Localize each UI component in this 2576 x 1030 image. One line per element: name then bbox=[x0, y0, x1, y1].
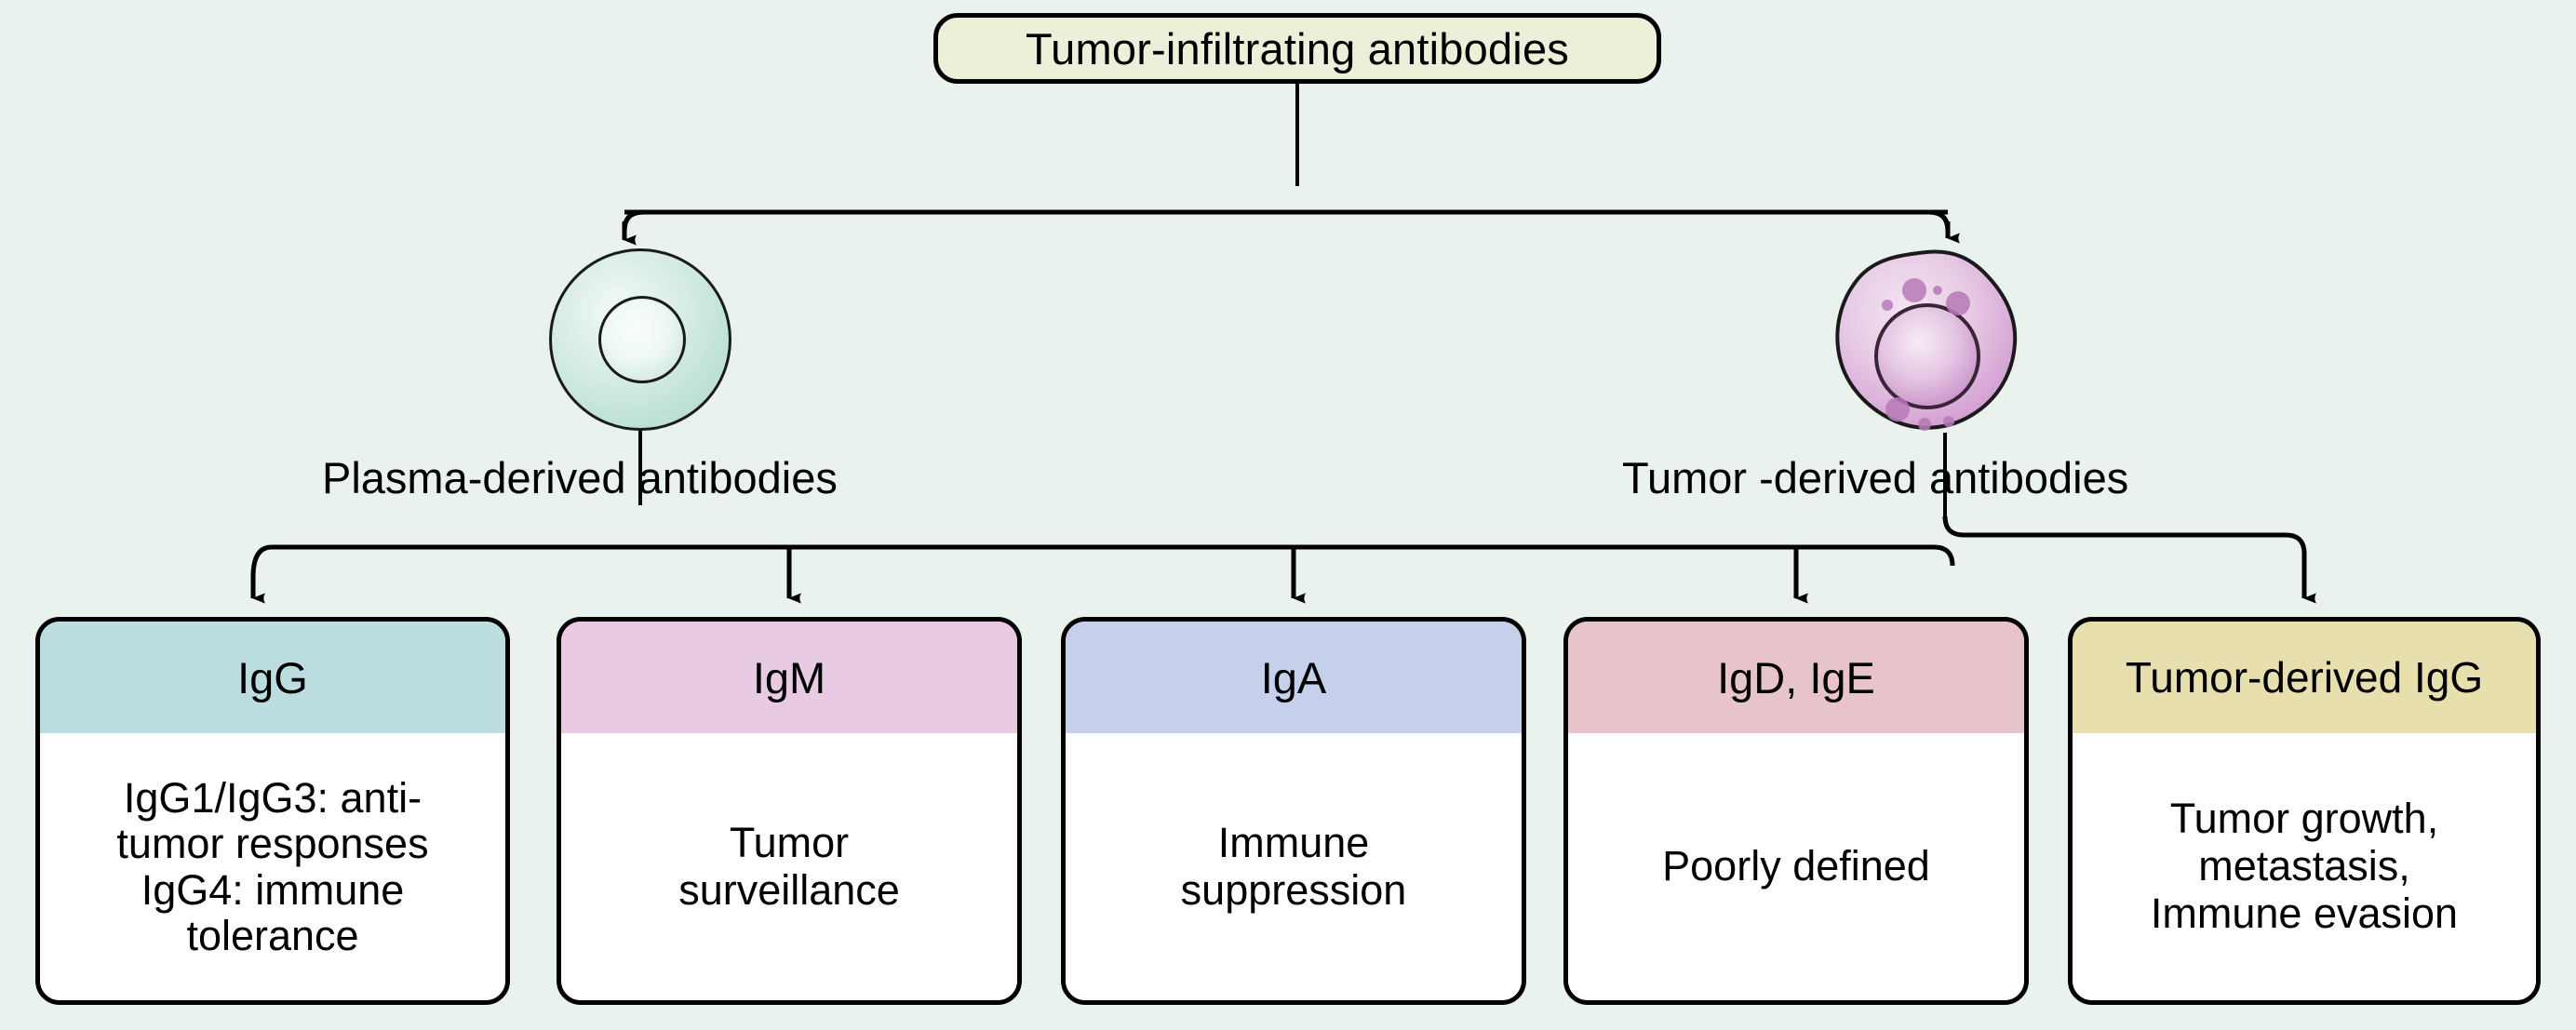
card-igg-body: IgG1/IgG3: anti- tumor responses IgG4: i… bbox=[40, 733, 505, 1000]
root-node-label: Tumor-infiltrating antibodies bbox=[1026, 23, 1569, 74]
card-iga-header-label: IgA bbox=[1260, 652, 1327, 702]
card-igd-ige-header-label: IgD, IgE bbox=[1717, 652, 1875, 702]
tumor-branch-caption: Tumor -derived antibodies bbox=[1622, 453, 2129, 502]
card-tumor-derived-igg-line-1: Tumor growth, bbox=[2169, 795, 2439, 843]
card-igm-header-label: IgM bbox=[752, 652, 826, 702]
card-igg[interactable]: IgG IgG1/IgG3: anti- tumor responses IgG… bbox=[35, 617, 510, 1005]
card-igm[interactable]: IgM Tumor surveillance bbox=[557, 617, 1022, 1005]
card-igg-header: IgG bbox=[40, 622, 505, 733]
card-tumor-derived-igg-header-label: Tumor-derived IgG bbox=[2125, 653, 2484, 702]
root-node[interactable]: Tumor-infiltrating antibodies bbox=[933, 13, 1661, 84]
card-igm-line-1: Tumor bbox=[729, 818, 850, 866]
card-iga-line-2: suppression bbox=[1180, 865, 1407, 914]
plasma-cell-icon bbox=[549, 248, 731, 431]
card-igg-line-2: tumor responses bbox=[116, 820, 429, 867]
card-igg-header-label: IgG bbox=[237, 652, 308, 702]
card-tumor-derived-igg-line-3: Immune evasion bbox=[2150, 889, 2459, 937]
card-igm-line-2: surveillance bbox=[678, 865, 900, 914]
wire-top-bus bbox=[622, 209, 1951, 232]
card-tumor-derived-igg[interactable]: Tumor-derived IgG Tumor growth, metastas… bbox=[2068, 617, 2541, 1005]
wire-tumor-elbow bbox=[1942, 515, 2307, 555]
card-igd-ige[interactable]: IgD, IgE Poorly defined bbox=[1563, 617, 2029, 1005]
card-igg-line-3: IgG4: immune bbox=[141, 865, 405, 914]
wire-plasma-bus bbox=[250, 544, 1955, 578]
plasma-branch-caption: Plasma-derived antibodies bbox=[322, 453, 838, 502]
tumor-cell-nucleus bbox=[1874, 303, 1980, 409]
card-tumor-derived-igg-header: Tumor-derived IgG bbox=[2073, 622, 2536, 733]
card-tumor-derived-igg-body: Tumor growth, metastasis, Immune evasion bbox=[2073, 733, 2536, 1000]
plasma-cell-nucleus bbox=[597, 295, 686, 384]
card-iga-body: Immune suppression bbox=[1066, 733, 1522, 1000]
card-igg-line-1: IgG1/IgG3: anti- bbox=[123, 773, 423, 822]
card-iga[interactable]: IgA Immune suppression bbox=[1061, 617, 1526, 1005]
card-igd-ige-header: IgD, IgE bbox=[1568, 622, 2024, 733]
card-igm-header: IgM bbox=[561, 622, 1017, 733]
card-igd-ige-body: Poorly defined bbox=[1568, 733, 2024, 1000]
tumor-cell-icon bbox=[1831, 247, 2022, 433]
card-igm-body: Tumor surveillance bbox=[561, 733, 1017, 1000]
card-igg-line-4: tolerance bbox=[186, 912, 359, 959]
card-tumor-derived-igg-line-2: metastasis, bbox=[2198, 842, 2410, 890]
card-iga-header: IgA bbox=[1066, 622, 1522, 733]
card-iga-line-1: Immune bbox=[1217, 818, 1370, 866]
card-igd-ige-line-1: Poorly defined bbox=[1662, 842, 1930, 890]
